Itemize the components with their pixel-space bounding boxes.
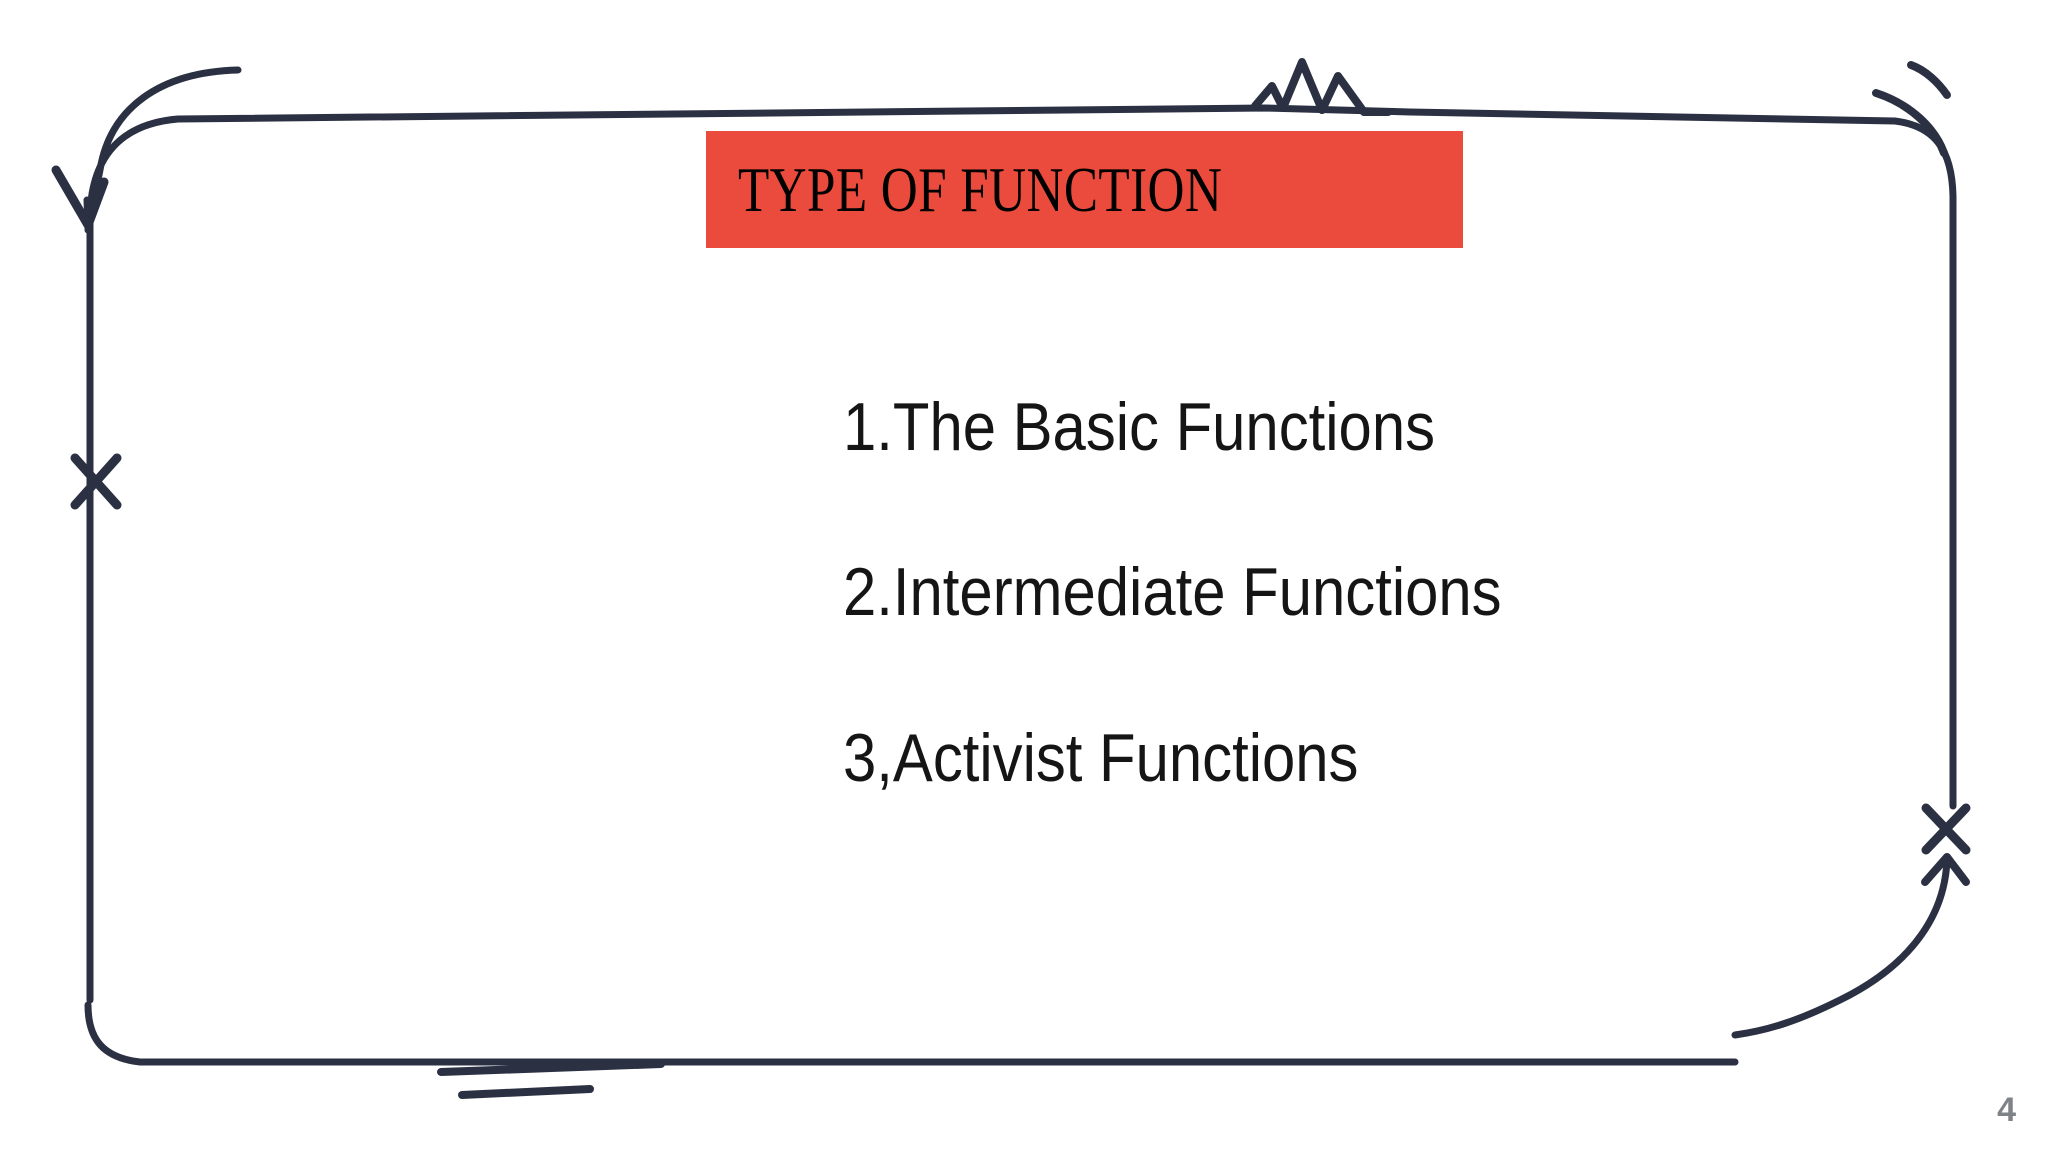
bottom-accent-line-short	[458, 1085, 594, 1099]
left-edge-x-mark	[70, 453, 122, 510]
arrow-down-left-head	[51, 165, 109, 230]
top-center-zigzag-spikes	[1251, 58, 1392, 116]
list-item: 3,Activist Functions	[843, 719, 1359, 796]
page-title: TYPE OF FUNCTION	[738, 153, 1223, 225]
arrow-down-left-shaft	[83, 196, 92, 232]
frame-outer-curve-top-left	[84, 66, 242, 234]
right-edge-x-mark	[1921, 803, 1971, 855]
title-band: TYPE OF FUNCTION	[706, 131, 1463, 248]
list-item: 1.The Basic Functions	[843, 389, 1436, 465]
top-right-accent-stroke-short	[1907, 61, 1951, 99]
content-list: 1.The Basic Functions 2.Intermediate Fun…	[843, 389, 1903, 796]
right-edge-up-arrow-shaft	[1731, 856, 1951, 1039]
list-item: 2.Intermediate Functions	[843, 554, 1502, 631]
page-number: 4	[1997, 1091, 2016, 1129]
top-right-accent-stroke-long	[1872, 89, 1948, 157]
bottom-accent-line-long	[437, 1060, 665, 1076]
right-edge-up-arrow	[1921, 853, 1970, 886]
